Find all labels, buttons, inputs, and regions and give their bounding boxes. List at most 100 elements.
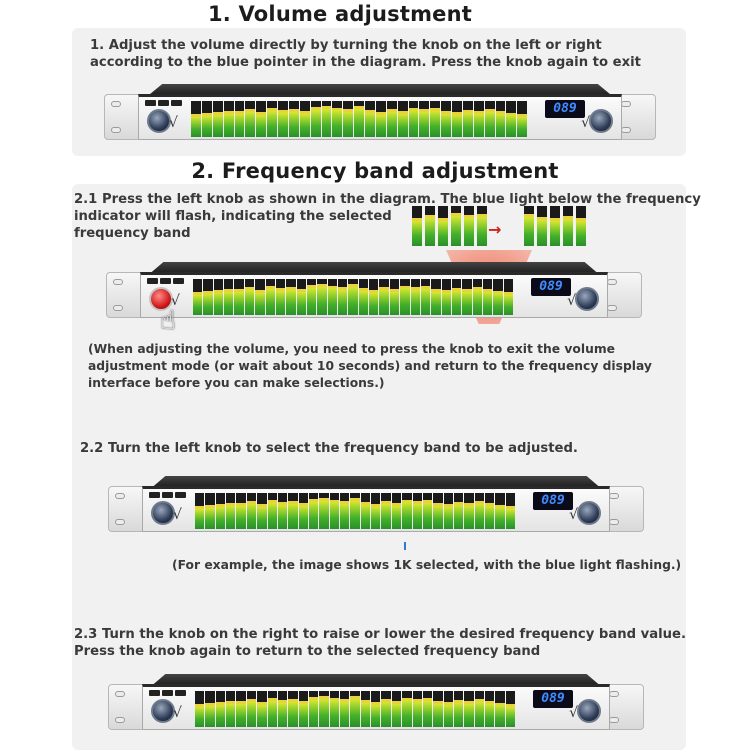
rack-hole <box>609 519 619 525</box>
band-meter <box>278 101 288 137</box>
band-meter <box>286 279 296 315</box>
band-meter <box>431 279 441 315</box>
band-meter <box>462 279 472 315</box>
band-meter <box>503 279 514 315</box>
band-meter <box>226 493 236 529</box>
band-meter <box>474 493 485 529</box>
preset-button[interactable] <box>160 278 171 284</box>
equalizer-device-3: √089√ <box>108 476 644 532</box>
band-meter <box>308 691 319 727</box>
preset-buttons[interactable] <box>147 278 184 284</box>
band-meter <box>332 101 343 137</box>
band-meters <box>191 101 528 137</box>
preset-button[interactable] <box>145 100 156 106</box>
band-meter <box>245 101 256 137</box>
preset-buttons[interactable] <box>145 100 182 106</box>
band-meter <box>354 101 364 137</box>
equalizer-device-4: √089√ <box>108 674 644 730</box>
section1-title: 1. Volume adjustment <box>207 2 473 26</box>
hand-pointer-icon: ☝ <box>160 306 176 336</box>
device-top <box>151 476 601 488</box>
note21-line2: adjustment mode (or wait about 10 second… <box>88 359 652 373</box>
band-meter <box>443 493 453 529</box>
preset-button[interactable] <box>175 690 186 696</box>
preset-button[interactable] <box>147 278 158 284</box>
band-meter <box>203 279 213 315</box>
band-meter <box>453 691 464 727</box>
control-knob-left[interactable] <box>147 109 171 133</box>
band-meter <box>348 279 358 315</box>
band-meter <box>195 691 205 727</box>
wave-icon: √ <box>569 507 578 523</box>
band-meter <box>195 493 205 529</box>
band-meter <box>296 279 306 315</box>
control-knob-left[interactable] <box>151 699 175 723</box>
wave-icon: √ <box>171 293 180 309</box>
preset-button[interactable] <box>171 100 182 106</box>
preset-button[interactable] <box>162 690 173 696</box>
band-meter <box>485 493 495 529</box>
band-meter <box>484 101 495 137</box>
preset-button[interactable] <box>158 100 169 106</box>
band-meter <box>350 691 360 727</box>
preset-button[interactable] <box>175 492 186 498</box>
band-meter <box>371 691 381 727</box>
band-meter <box>433 691 443 727</box>
band-meter <box>246 691 257 727</box>
band-meter <box>257 493 267 529</box>
band-meter <box>193 279 203 315</box>
band-meter <box>433 493 443 529</box>
control-knob-right[interactable] <box>575 287 599 311</box>
step23-line2: Press the knob again to return to the se… <box>74 644 541 659</box>
control-knob-left[interactable] <box>149 287 173 311</box>
band-meter <box>462 101 473 137</box>
band-meter <box>360 691 371 727</box>
control-knob-left[interactable] <box>151 501 175 525</box>
band-meter <box>402 691 412 727</box>
rack-hole <box>621 127 631 133</box>
band-meter <box>412 691 422 727</box>
rack-hole <box>609 493 619 499</box>
preset-buttons[interactable] <box>149 492 186 498</box>
step23-line1: 2.3 Turn the knob on the right to raise … <box>74 627 687 642</box>
preset-button[interactable] <box>162 492 173 498</box>
section2-title: 2. Frequency band adjustment <box>191 159 559 183</box>
band-meter <box>340 493 350 529</box>
band-meter <box>234 279 244 315</box>
band-meter <box>343 101 354 137</box>
band-meter <box>213 279 224 315</box>
rack-hole <box>621 101 631 107</box>
band-meter <box>288 493 298 529</box>
device-face: √089√ <box>140 272 608 318</box>
band-meter <box>473 101 484 137</box>
preset-button[interactable] <box>173 278 184 284</box>
band-meters <box>195 493 516 529</box>
preset-buttons[interactable] <box>149 690 186 696</box>
band-meter <box>317 279 327 315</box>
device-face: √089√ <box>142 486 610 532</box>
band-meter <box>277 691 288 727</box>
band-meter <box>505 691 516 727</box>
wave-icon: √ <box>569 705 578 721</box>
control-knob-right[interactable] <box>577 501 601 525</box>
band-meter <box>275 279 286 315</box>
rack-hole <box>113 305 123 311</box>
band-meter <box>408 101 419 137</box>
control-knob-right[interactable] <box>589 109 613 133</box>
band-meter <box>365 101 375 137</box>
band-meter <box>391 691 402 727</box>
preset-button[interactable] <box>149 690 160 696</box>
band-meter <box>537 206 547 246</box>
wave-icon: √ <box>169 115 178 131</box>
device-face: √089√ <box>138 94 622 140</box>
band-meter <box>505 493 516 529</box>
wave-icon: √ <box>173 507 182 523</box>
band-meter <box>425 206 435 246</box>
control-knob-right[interactable] <box>577 699 601 723</box>
band-meter <box>379 279 389 315</box>
band-meter <box>485 691 495 727</box>
preset-button[interactable] <box>149 492 160 498</box>
band-meter <box>430 101 441 137</box>
band-meter <box>451 206 461 246</box>
band-meter <box>234 101 245 137</box>
